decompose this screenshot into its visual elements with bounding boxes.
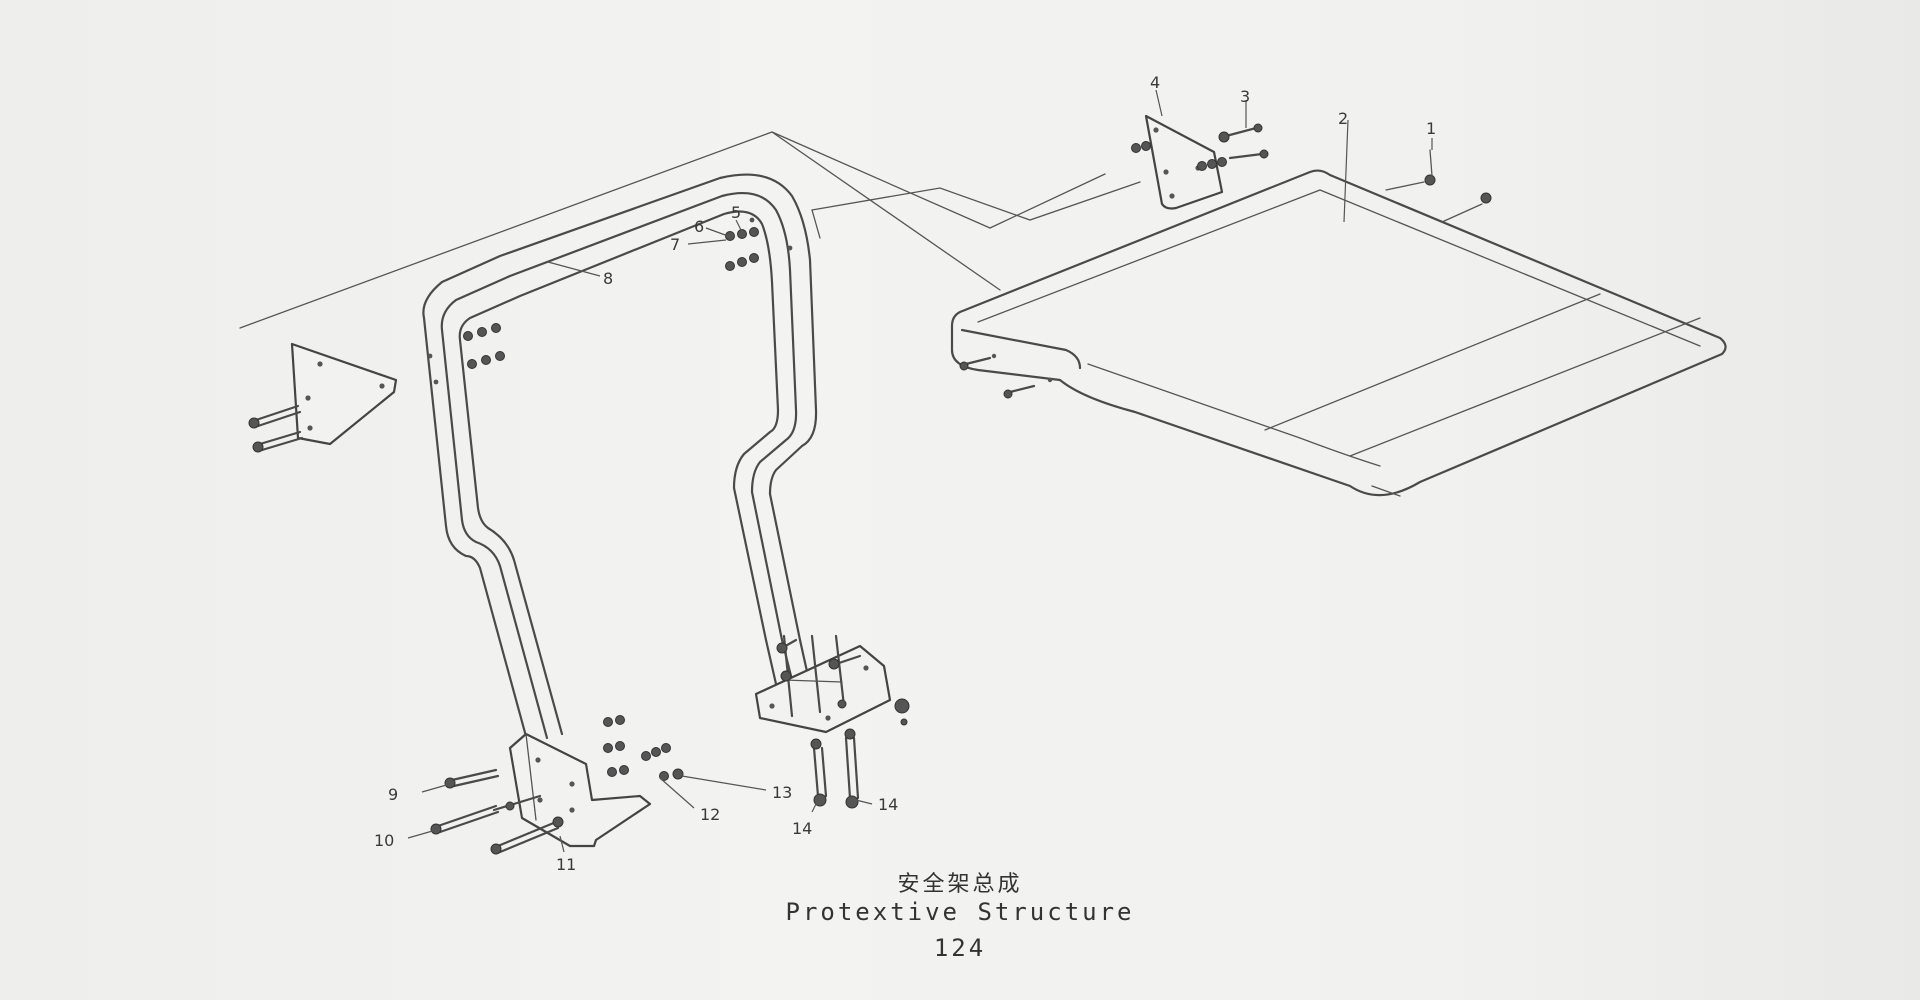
assembly-guide-lines: [239, 131, 1141, 329]
roll-bar-frame: [422, 173, 818, 742]
callout-13: 13: [772, 783, 792, 802]
caption-title-english: Protextive Structure: [785, 898, 1135, 926]
bolt-11: [490, 816, 564, 855]
callout-10: 10: [374, 831, 394, 850]
bolt-right-plate-lower: [1228, 149, 1269, 160]
lower-right-mount-bracket: [754, 634, 892, 734]
callout-4: 4: [1150, 73, 1160, 92]
callout-8: 8: [603, 269, 613, 288]
bolt-14-left: [810, 738, 828, 807]
callout-9: 9: [388, 785, 398, 804]
callout-3: 3: [1240, 87, 1250, 106]
callout-11: 11: [556, 855, 576, 874]
bolt-3: [1218, 123, 1263, 143]
bolt-10: [430, 794, 542, 835]
bolts-lower-right-side: [776, 638, 910, 726]
callout-14-right: 14: [878, 795, 898, 814]
upper-right-mount-plate: [1144, 114, 1224, 210]
callout-numbers: 1 2 3 4 5 6 7 8 9 10 11 12 13 14 14: [374, 73, 1436, 874]
callout-14-left: 14: [792, 819, 812, 838]
callout-1: 1: [1426, 119, 1436, 138]
page-number: 124: [933, 934, 987, 962]
callout-7: 7: [670, 235, 680, 254]
nuts-and-washers: [427, 141, 1227, 781]
bolt-left-plate-lower: [252, 430, 304, 453]
callout-6: 6: [694, 217, 704, 236]
callout-leader-lines: [407, 89, 1433, 853]
callout-5: 5: [731, 203, 741, 222]
canopy-roof: [950, 169, 1727, 497]
caption-title-chinese: 安全架总成: [897, 872, 1023, 897]
lower-left-mount-bracket: [508, 732, 652, 848]
bolt-14-right: [844, 728, 860, 809]
callout-12: 12: [700, 805, 720, 824]
bolt-left-plate-upper: [248, 404, 302, 429]
bolt-canopy-left: [959, 353, 1053, 399]
bolt-1: [1385, 149, 1492, 223]
upper-left-mount-plate: [290, 342, 398, 446]
callout-2: 2: [1338, 109, 1348, 128]
bolt-9: [444, 768, 500, 789]
bolts: [248, 123, 1492, 855]
